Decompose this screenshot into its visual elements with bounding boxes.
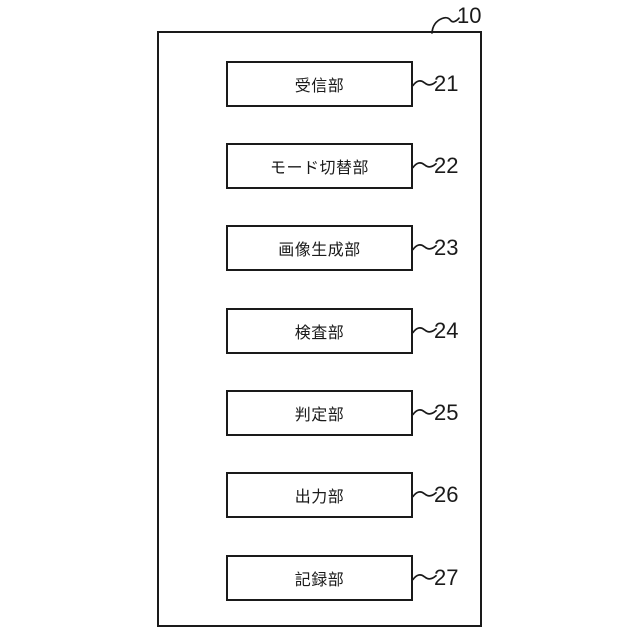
function-block-label: 受信部 [294, 78, 345, 95]
ref-number: 26 [434, 482, 459, 507]
ref-number: 21 [434, 71, 459, 96]
function-block-label: モード切替部 [269, 160, 369, 177]
function-block-label: 画像生成部 [278, 242, 361, 259]
function-block-row: 記録部 27 [0, 555, 640, 601]
ref-number: 22 [434, 153, 459, 178]
ref-number: 25 [434, 400, 459, 425]
ref-leader-squiggle-icon [412, 80, 437, 87]
function-block-row: 受信部 21 [0, 61, 640, 107]
ref-number: 24 [434, 318, 459, 343]
function-block-label: 検査部 [294, 325, 345, 342]
ref-leader-squiggle-icon [412, 574, 437, 581]
outer-ref-number: 10 [457, 3, 482, 28]
ref-leader-squiggle-icon [412, 244, 437, 251]
ref-leader-squiggle-icon [412, 409, 437, 416]
function-block-row: 判定部 25 [0, 390, 640, 436]
function-block: 出力部 [226, 472, 413, 518]
function-block-row: モード切替部 22 [0, 143, 640, 189]
ref-leader-squiggle-icon [412, 162, 437, 169]
function-block: 判定部 [226, 390, 413, 436]
ref-leader-squiggle-icon [412, 491, 437, 498]
ref-number: 27 [434, 565, 459, 590]
function-block: モード切替部 [226, 143, 413, 189]
function-block-row: 画像生成部 23 [0, 225, 640, 271]
function-block: 記録部 [226, 555, 413, 601]
function-block: 受信部 [226, 61, 413, 107]
function-block: 画像生成部 [226, 225, 413, 271]
function-block-row: 検査部 24 [0, 308, 640, 354]
ref-leader-squiggle-icon [412, 327, 437, 334]
outer-ref-leader-icon [431, 16, 460, 34]
function-block-label: 出力部 [294, 489, 345, 506]
function-block-label: 判定部 [294, 407, 345, 424]
ref-number: 23 [434, 235, 459, 260]
function-block-label: 記録部 [294, 572, 345, 589]
function-block: 検査部 [226, 308, 413, 354]
function-block-row: 出力部 26 [0, 472, 640, 518]
